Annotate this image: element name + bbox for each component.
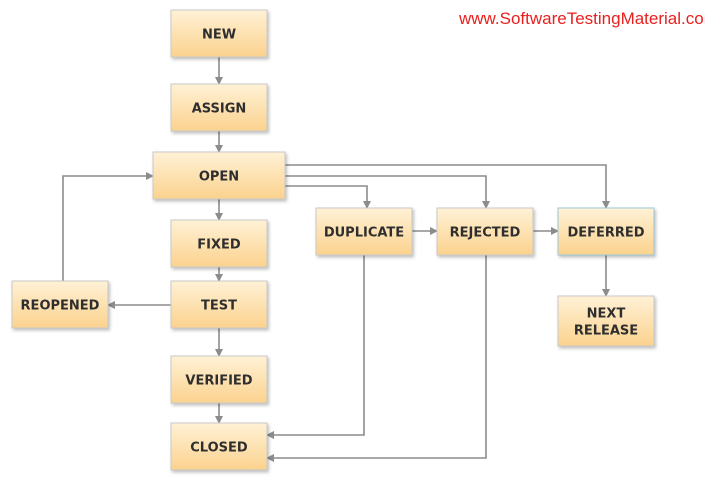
state-next-release: NEXT RELEASE	[557, 295, 655, 347]
state-closed: CLOSED	[170, 422, 268, 471]
state-label-rejected: REJECTED	[450, 226, 521, 241]
state-box-reopened	[11, 280, 109, 329]
state-label-closed: CLOSED	[190, 441, 248, 456]
state-open: OPEN	[152, 151, 286, 200]
state-box-test	[170, 280, 268, 329]
state-label-next-release-2: RELEASE	[574, 324, 638, 339]
state-rejected: REJECTED	[436, 207, 534, 256]
state-deferred: DEFERRED	[557, 207, 655, 256]
arrow-open-to-rejected	[285, 175, 490, 209]
state-label-open: OPEN	[199, 170, 239, 185]
state-box-new	[170, 9, 268, 58]
arrow-open-to-duplicate	[285, 185, 371, 209]
state-box-fixed	[170, 219, 268, 268]
state-verified: VERIFIED	[170, 355, 268, 404]
state-test: TEST	[170, 280, 268, 329]
arrow-reopened-to-open	[62, 172, 154, 281]
state-label-assign: ASSIGN	[192, 102, 247, 117]
state-duplicate: DUPLICATE	[315, 207, 413, 256]
state-boxes: NEW ASSIGN OPEN FIXED TEST VERIFIED CLOSED REOP…	[11, 9, 655, 471]
arrow-open-to-deferred	[285, 164, 610, 209]
state-label-new: NEW	[202, 28, 236, 43]
state-label-fixed: FIXED	[197, 238, 241, 253]
state-box-duplicate	[315, 207, 413, 256]
arrow-rejected-to-closed	[266, 255, 487, 462]
state-box-deferred	[557, 207, 655, 256]
state-label-next-release-1: NEXT	[587, 307, 626, 322]
state-box-open	[152, 151, 286, 200]
watermark-url: www.SoftwareTestingMaterial.com	[459, 9, 705, 28]
state-label-test: TEST	[201, 299, 237, 314]
state-label-duplicate: DUPLICATE	[324, 226, 404, 241]
state-box-verified	[170, 355, 268, 404]
state-fixed: FIXED	[170, 219, 268, 268]
state-box-next-release	[557, 295, 655, 347]
arrow-duplicate-to-closed	[266, 255, 365, 439]
state-label-verified: VERIFIED	[185, 374, 252, 389]
connectors	[62, 57, 610, 462]
state-reopened: REOPENED	[11, 280, 109, 329]
state-new: NEW	[170, 9, 268, 58]
state-label-deferred: DEFERRED	[567, 226, 644, 241]
state-label-reopened: REOPENED	[21, 299, 100, 314]
state-box-rejected	[436, 207, 534, 256]
state-box-assign	[170, 83, 268, 132]
state-box-closed	[170, 422, 268, 471]
state-assign: ASSIGN	[170, 83, 268, 132]
